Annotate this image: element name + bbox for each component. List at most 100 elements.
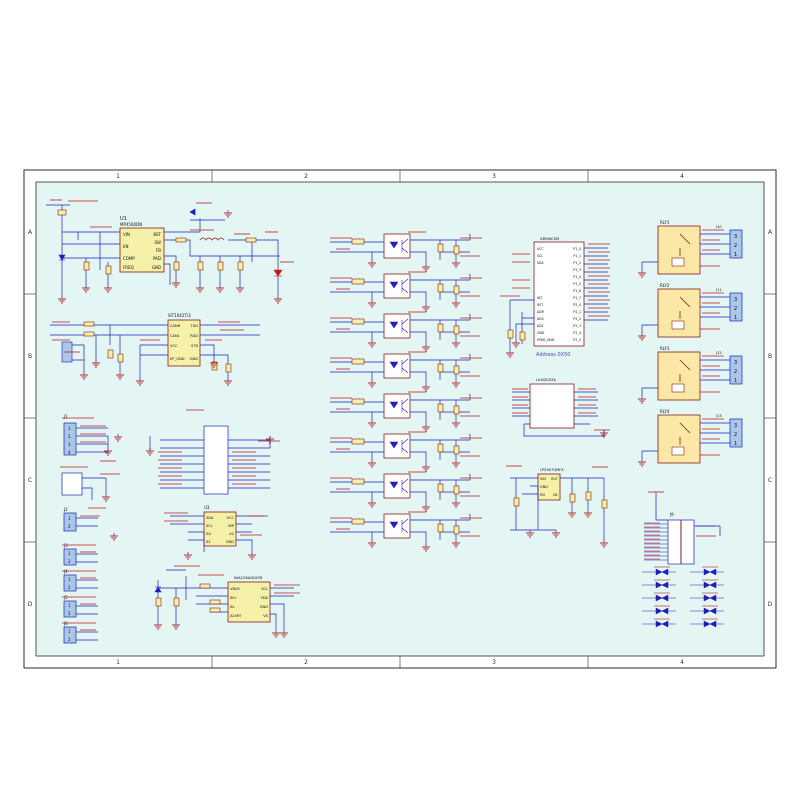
ground-symbol xyxy=(136,378,144,386)
pin-header-j8-net-labels xyxy=(158,409,280,485)
tvs-diode-left xyxy=(154,586,162,593)
regulator-pin-comp: COMP xyxy=(123,256,135,261)
relay-output-connector xyxy=(729,355,743,385)
ground-symbol xyxy=(638,270,646,278)
opto-led xyxy=(389,521,399,529)
regulator-diodes xyxy=(58,208,196,261)
opto-led xyxy=(389,281,399,289)
series-resistor xyxy=(351,278,365,285)
relay-connector-pin: 2 xyxy=(734,369,737,375)
relay-ref: RLY4 xyxy=(660,409,670,414)
ground-symbol xyxy=(452,500,460,508)
regulator-net-labels xyxy=(50,199,294,263)
ground-symbol xyxy=(224,378,232,386)
connector-j2-ref: J2 xyxy=(63,507,68,512)
relay-driver-ic xyxy=(529,383,575,429)
ldo-pin-vin: VIN xyxy=(540,477,546,481)
io-expander-caption: Address 0X50 xyxy=(536,352,570,358)
io-expander-pin-left: SDA xyxy=(537,261,544,265)
series-resistor xyxy=(351,318,365,325)
opto-phototransistor xyxy=(401,238,409,254)
regulator-pin-vin: VIN xyxy=(123,232,130,237)
opto-led xyxy=(389,401,399,409)
ldo-pin-out: OUT xyxy=(551,477,559,481)
can-pin-txd: TXD xyxy=(190,324,199,328)
io-expander-ic xyxy=(533,241,585,347)
center-left-block: U3 SDA SCL A0 A1 VCC WP A2 GND INA226AID… xyxy=(149,409,300,630)
tvs-diode xyxy=(642,605,676,615)
can-pin-rxd: RXD xyxy=(190,334,198,338)
output-header-ref: J9 xyxy=(669,512,674,517)
io-expander-pin-left: AD0 xyxy=(537,317,544,321)
ground-symbol xyxy=(236,285,244,293)
io-expander-block: ARM8CSM Address 0X50 VCCSCLSDAINTRSTADRA… xyxy=(500,236,610,358)
relay-ref: RLY3 xyxy=(660,346,670,351)
connector-j3 xyxy=(63,548,77,566)
isolator-ref: U3 xyxy=(204,505,210,510)
ground-symbol xyxy=(210,360,218,368)
can-wires xyxy=(50,324,260,378)
can-net-labels xyxy=(52,321,244,353)
ground-symbol xyxy=(600,540,608,548)
regulator-pin-bst: BST xyxy=(153,232,161,237)
io-expander-pin-left: SCL xyxy=(537,254,543,258)
connector-j6-pins: 1 2 xyxy=(68,629,71,642)
ground-symbol xyxy=(114,434,122,442)
col-label-top-4: 4 xyxy=(680,173,684,180)
ground-symbol xyxy=(280,630,288,638)
io-expander-pin-right: P2_4 xyxy=(573,331,581,335)
isolator-pin-a0: A0 xyxy=(206,532,211,536)
relay-connector-pin: 3 xyxy=(734,360,737,366)
pullup-resistor xyxy=(437,443,444,453)
tvs-diode xyxy=(690,566,724,576)
isolator-pin-gnd: GND xyxy=(226,540,234,544)
regulator-pin-labels: VIN EN COMP FREQ BST SW FB PAD GND xyxy=(123,232,162,270)
optocoupler-body xyxy=(383,393,411,419)
io-expander-pin-right: P1_6 xyxy=(573,289,581,293)
ina-pin-in-minus: IN- xyxy=(230,605,236,609)
opto-led xyxy=(389,241,399,249)
status-led xyxy=(273,269,283,277)
relay-coil xyxy=(671,383,685,393)
opto-phototransistor xyxy=(401,398,409,414)
tvs-diode xyxy=(642,579,676,589)
isolator-pin-a1: A1 xyxy=(206,540,211,544)
io-expander-pin-right: P1_5 xyxy=(573,282,581,286)
opto-phototransistor xyxy=(401,318,409,334)
ground-symbol xyxy=(422,464,430,472)
io-expander-passives xyxy=(507,329,526,341)
ground-symbol xyxy=(422,384,430,392)
relay-driver-net-labels xyxy=(512,388,610,431)
connector-j5-pins: 1 2 xyxy=(68,603,71,616)
ground-symbol xyxy=(184,552,192,560)
relay-output-connector xyxy=(729,418,743,448)
can-part: SIT1042T/3 xyxy=(168,313,191,318)
current-monitor-passives xyxy=(155,583,221,613)
connector-j3-pin-2: 2 xyxy=(68,559,71,564)
pullup-resistor xyxy=(437,523,444,533)
relay-output-connector-ref: J12 xyxy=(715,351,722,355)
series-resistor xyxy=(351,398,365,405)
regulator-part: MP4560DN xyxy=(120,222,142,227)
col-label-top-1: 1 xyxy=(116,173,120,180)
relay-connector-pin: 3 xyxy=(734,423,737,429)
ground-symbol xyxy=(102,494,110,502)
ground-symbol xyxy=(110,533,118,541)
ina-pin-scl: SCL xyxy=(261,587,268,591)
relay-output-connector-ref: J10 xyxy=(715,225,722,229)
ground-symbol xyxy=(224,210,232,218)
output-header-block: J9 xyxy=(642,491,724,628)
relay-connector-pin: 3 xyxy=(734,297,737,303)
series-resistor xyxy=(351,518,365,525)
filter-capacitor xyxy=(453,485,460,495)
optocoupler-body xyxy=(383,233,411,259)
connector-j4-pin-1: 1 xyxy=(68,577,71,582)
connector-j4-ref: J4 xyxy=(63,569,68,574)
regulator-ref: U1 xyxy=(120,216,127,222)
ldo-block: LP5907QMFX VIN GND EN OUT NC xyxy=(506,465,608,540)
series-resistor xyxy=(351,478,365,485)
regulator-pin-sw: SW xyxy=(155,240,162,245)
col-label-bottom-2: 2 xyxy=(304,659,308,666)
